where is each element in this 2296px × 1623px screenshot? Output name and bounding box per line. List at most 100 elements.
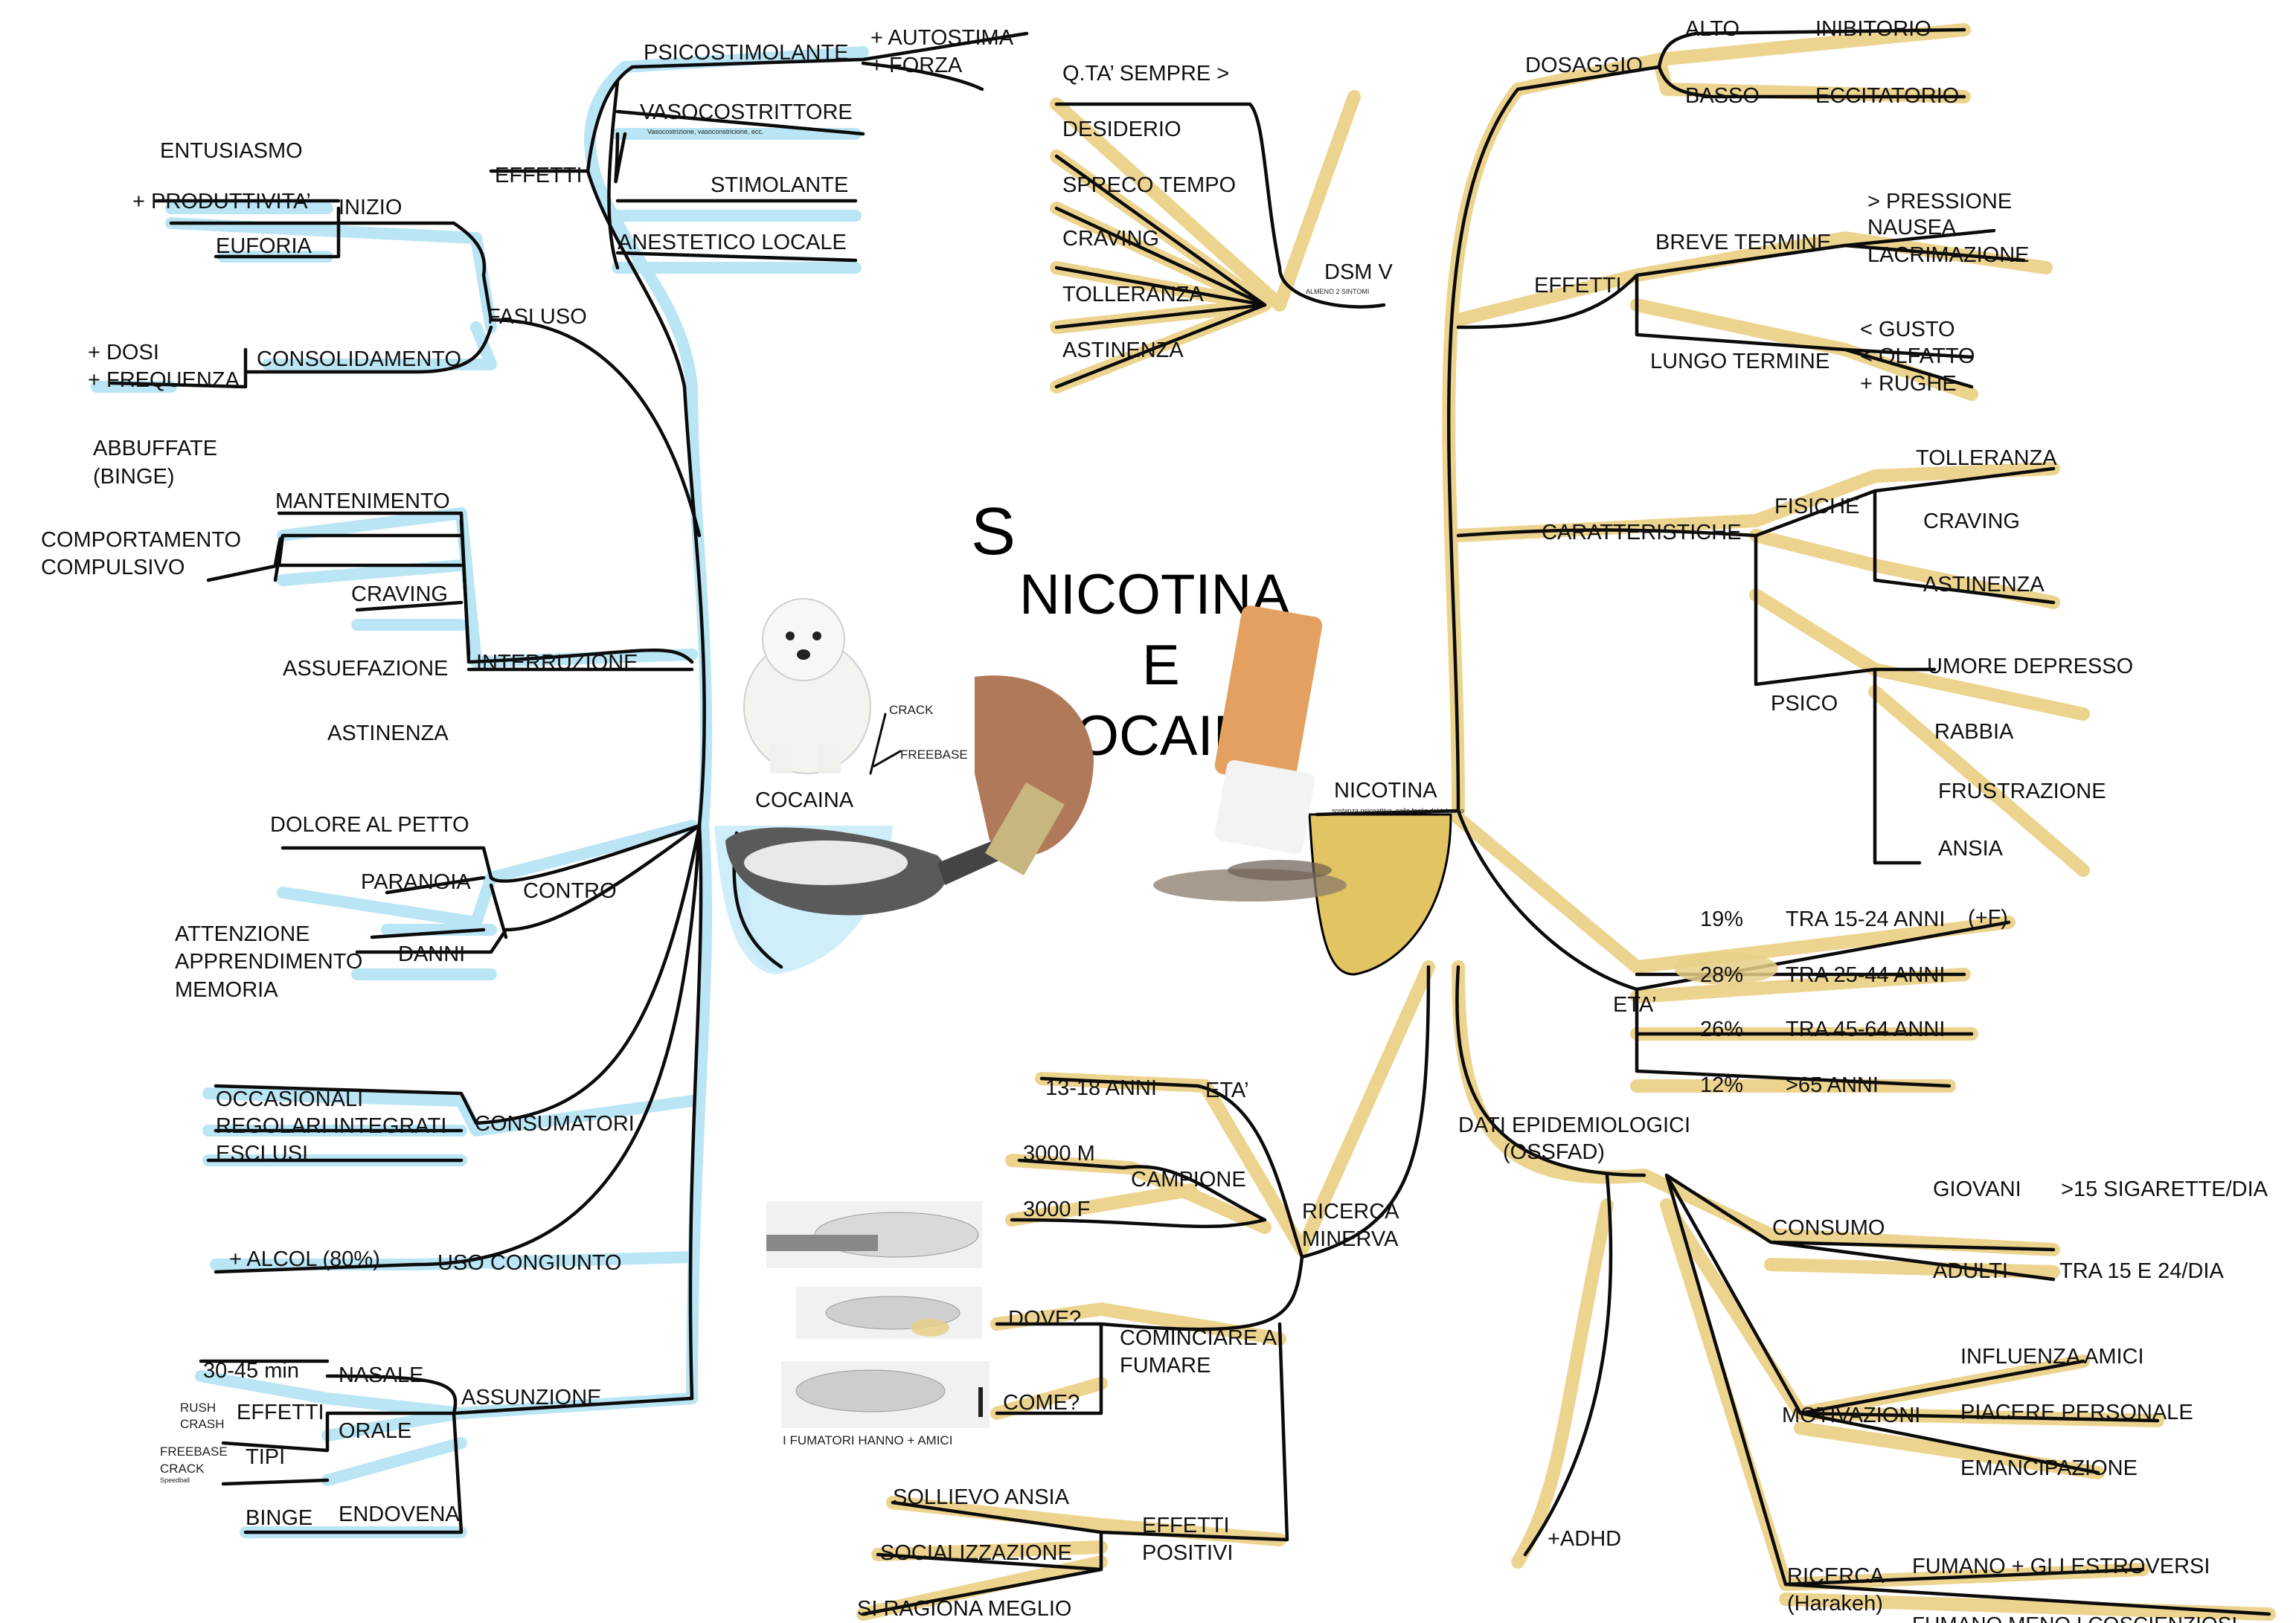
freebase-arrow-label: FREEBASE bbox=[900, 748, 968, 762]
interruzione-label: INTERRUZIONE bbox=[476, 651, 638, 675]
minerva-eta-label: ETA’ bbox=[1205, 1079, 1249, 1102]
eta-pct-2: 28% bbox=[1700, 963, 1743, 987]
eta-range-2: TRA 25-44 ANNI bbox=[1786, 963, 1945, 987]
vasocostrittore-label: VASOCOSTRITTORE bbox=[640, 100, 853, 124]
caratteristiche-label: CARATTERISTICHE bbox=[1542, 521, 1742, 544]
tipi-label: TIPI bbox=[246, 1445, 285, 1469]
eta-highlight bbox=[1674, 952, 1778, 985]
fisiche-label: FISICHE bbox=[1774, 495, 1859, 518]
cocaina-labels: COCAINA EFFETTI PSICOSTIMOLANTE + AUTOST… bbox=[41, 26, 1014, 1530]
esclusi-label: ESCLUSI bbox=[216, 1142, 308, 1166]
nausea-label: NAUSEA bbox=[1867, 216, 1957, 240]
consolidamento-label: CONSOLIDAMENTO bbox=[257, 347, 461, 371]
rabbia-label: RABBIA bbox=[1934, 720, 2014, 744]
adulti-val: TRA 15 E 24/DIA bbox=[2059, 1259, 2224, 1283]
eta-pct-1: 19% bbox=[1700, 907, 1743, 931]
eta-range-3: TRA 45-64 ANNI bbox=[1786, 1018, 1945, 1041]
psico-label: PSICO bbox=[1771, 692, 1838, 716]
nicotina-branches bbox=[861, 28, 2271, 1616]
endovena-label: ENDOVENA bbox=[339, 1503, 460, 1526]
forza-label: + FORZA bbox=[870, 54, 963, 77]
consumatori-label: CONSUMATORI bbox=[475, 1112, 635, 1136]
vasocostrittore-note: Vasocostrizione, vasoconstricione, ecc. bbox=[647, 128, 763, 135]
astinenza-label: ASTINENZA bbox=[327, 721, 449, 745]
minerva-label-1: RICERCA bbox=[1302, 1200, 1399, 1224]
gusto-label: < GUSTO bbox=[1860, 318, 1955, 341]
come-label: COME? bbox=[1003, 1391, 1080, 1415]
dsm-astinenza-label: ASTINENZA bbox=[1062, 338, 1184, 362]
gold-cup-shape bbox=[1308, 813, 1452, 976]
paranoia-label: PARANOIA bbox=[361, 870, 471, 894]
dsm-label: DSM V bbox=[1324, 260, 1394, 284]
rughe-label: + RUGHE bbox=[1860, 372, 1957, 396]
crack-arrow-label: CRACK bbox=[889, 703, 934, 717]
effetti-assunzione-label: EFFETTI bbox=[237, 1401, 324, 1424]
dolore-label: DOLORE AL PETTO bbox=[270, 813, 469, 837]
binge-label: BINGE bbox=[246, 1506, 312, 1530]
effetti-label: EFFETTI bbox=[495, 164, 583, 187]
crash-label: CRASH bbox=[180, 1417, 225, 1431]
dsm-tolleranza-label: TOLLERANZA bbox=[1062, 283, 1204, 306]
ragiona-label: SI RAGIONA MEGLIO bbox=[857, 1597, 1071, 1621]
olfatto-label: < OLFATTO bbox=[1860, 344, 1975, 368]
coscienziosi-label: FUMANO MENO I COSCIENZIOSI bbox=[1912, 1613, 2237, 1623]
eta-pct-3: 26% bbox=[1700, 1018, 1743, 1041]
campione-f: 3000 F bbox=[1023, 1198, 1090, 1221]
frustrazione-label: FRUSTRAZIONE bbox=[1938, 780, 2106, 803]
dsm-sub: ALMENO 2 SINTOMI bbox=[1306, 288, 1369, 295]
abbuffate-label-2: (BINGE) bbox=[93, 465, 175, 489]
assuefazione-label: ASSUEFAZIONE bbox=[283, 657, 448, 681]
cocaina-root: COCAINA bbox=[755, 788, 854, 812]
orale-label: ORALE bbox=[339, 1419, 411, 1443]
cigarette-picture bbox=[1153, 605, 1347, 902]
anestetico-label: ANESTETICO LOCALE bbox=[618, 231, 847, 254]
title-line-2: E bbox=[1142, 634, 1180, 697]
car-craving-label: CRAVING bbox=[1923, 510, 2020, 533]
lungo-label: LUNGO TERMINE bbox=[1650, 350, 1830, 373]
car-tolleranza-label: TOLLERANZA bbox=[1916, 446, 2057, 470]
attenzione-label: ATTENZIONE bbox=[175, 922, 310, 946]
cocaina-branches bbox=[109, 31, 1029, 1534]
inibitorio-label: INIBITORIO bbox=[1815, 17, 1931, 41]
basso-label: BASSO bbox=[1685, 84, 1760, 108]
minerva-label-2: MINERVA bbox=[1302, 1227, 1399, 1251]
crack-label: CRACK bbox=[160, 1462, 205, 1476]
comportamento-label-2: COMPULSIVO bbox=[41, 556, 185, 579]
entusiasmo-label: ENTUSIASMO bbox=[160, 139, 303, 163]
dsm-craving-label: CRAVING bbox=[1062, 227, 1159, 251]
breve-label: BREVE TERMINE bbox=[1655, 231, 1831, 254]
minerva-eta-val: 13-18 ANNI bbox=[1045, 1076, 1157, 1100]
nicotina-labels: NICOTINA sostanza psicoattiva, nelle fog… bbox=[783, 17, 2268, 1623]
abbuffate-label-1: ABBUFFATE bbox=[93, 437, 217, 460]
campione-label: CAMPIONE bbox=[1131, 1168, 1246, 1192]
nicotina-root-note: sostanza psicoattiva, nelle foglie del t… bbox=[1332, 807, 1464, 814]
ricerca-label-2: (Harakeh) bbox=[1787, 1592, 1883, 1616]
comportamento-label-1: COMPORTAMENTO bbox=[41, 528, 241, 552]
dati-label-1: DATI EPIDEMIOLOGICI bbox=[1458, 1113, 1690, 1137]
estroversi-label: FUMANO + GLI ESTROVERSI bbox=[1912, 1555, 2210, 1578]
nasale-time: 30-45 min bbox=[203, 1359, 299, 1383]
produttivita-label: + PRODUTTIVITA’ bbox=[132, 190, 311, 213]
piacere-label: PIACERE PERSONALE bbox=[1960, 1401, 2193, 1424]
title-mark: S bbox=[971, 495, 1016, 569]
positivi-label-1: EFFETTI bbox=[1142, 1514, 1230, 1537]
alcol-label: + ALCOL (80%) bbox=[229, 1247, 380, 1271]
sollievo-label: SOLLIEVO ANSIA bbox=[893, 1485, 1070, 1509]
eta-note-1: (+F) bbox=[1968, 906, 2008, 930]
alto-label: ALTO bbox=[1685, 17, 1739, 41]
lacrimazione-label: LACRIMAZIONE bbox=[1867, 243, 2030, 267]
dati-label-2: (OSSFAD) bbox=[1503, 1140, 1605, 1164]
apprendimento-label: APPRENDIMENTO bbox=[175, 950, 362, 974]
campione-m: 3000 M bbox=[1023, 1142, 1095, 1166]
eta-label: ETA’ bbox=[1613, 993, 1657, 1017]
contro-label: CONTRO bbox=[523, 879, 617, 903]
freebase-label: FREEBASE bbox=[160, 1444, 228, 1459]
cocaina-highlights bbox=[91, 46, 869, 1538]
giovani-val: >15 SIGARETTE/DIA bbox=[2061, 1177, 2268, 1201]
socializzazione-label: SOCIALIZZAZIONE bbox=[880, 1541, 1072, 1565]
crack-note: Speedball bbox=[160, 1476, 190, 1484]
craving-label: CRAVING bbox=[351, 582, 448, 606]
consumo-label: CONSUMO bbox=[1772, 1216, 1885, 1240]
